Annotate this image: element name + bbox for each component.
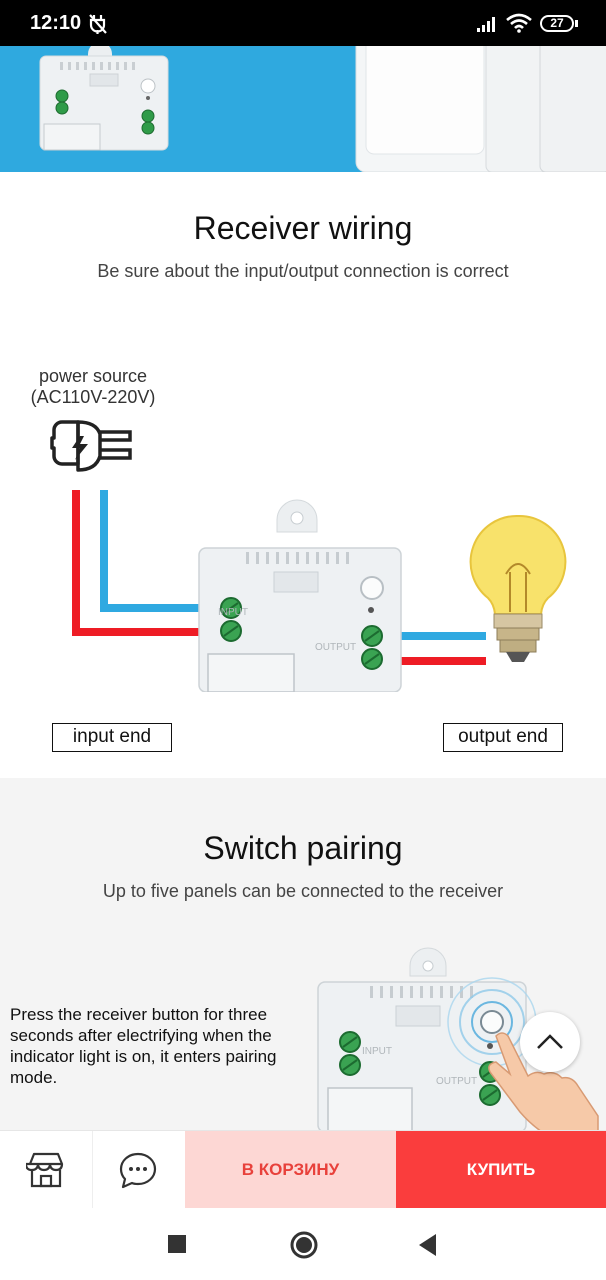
pairing-title: Switch pairing (203, 830, 403, 866)
scroll-to-top-button[interactable] (520, 1012, 580, 1072)
store-icon (26, 1152, 64, 1188)
product-banner-image (0, 46, 606, 172)
chevron-up-icon (537, 1034, 563, 1049)
wiring-title: Receiver wiring (193, 210, 413, 246)
pairing-module-image (317, 947, 599, 1130)
add-to-cart-button[interactable]: В КОРЗИНУ (185, 1131, 396, 1209)
receiver-wiring-section: Receiver wiring Be sure about the input/… (0, 172, 606, 778)
bottom-action-bar: В КОРЗИНУ КУПИТЬ (0, 1130, 606, 1209)
power-source-label: power source (38, 366, 148, 386)
battery-icon: 27 (540, 15, 574, 32)
wiring-diagram (72, 490, 567, 692)
system-nav-bar (0, 1208, 606, 1280)
pairing-description: Press the receiver button for three seco… (10, 1005, 277, 1087)
pairing-module-input-text: INPUT (362, 1046, 392, 1057)
buy-button[interactable]: КУПИТЬ (396, 1131, 606, 1209)
pairing-module-output-text: OUTPUT (436, 1076, 478, 1087)
status-bar: 12:10 27 (0, 0, 606, 46)
receiver-and-switch-image (39, 46, 606, 172)
chat-button[interactable] (92, 1131, 184, 1209)
battery-tip (575, 20, 578, 27)
input-end-label: input end (52, 723, 172, 752)
power-voltage-label: (AC110V-220V) (30, 387, 156, 407)
battery-level: 27 (550, 16, 564, 30)
power-plug-icon (50, 420, 132, 472)
module-output-text: OUTPUT (315, 642, 357, 653)
chat-icon (119, 1152, 157, 1189)
signal-icon (477, 17, 495, 32)
switch-pairing-section: Switch pairing Up to five panels can be … (0, 778, 606, 1130)
pairing-subtitle: Up to five panels can be connected to th… (102, 881, 504, 901)
home-button[interactable] (289, 1230, 319, 1260)
no-charging-icon (89, 14, 107, 34)
status-time: 12:10 (30, 12, 82, 34)
module-input-text: INPUT (218, 607, 248, 618)
wifi-icon (506, 13, 532, 33)
output-end-label: output end (443, 723, 563, 752)
store-button[interactable] (0, 1131, 93, 1209)
back-button[interactable] (416, 1232, 438, 1258)
recent-apps-button[interactable] (168, 1235, 186, 1253)
wiring-subtitle: Be sure about the input/output connectio… (97, 261, 509, 281)
